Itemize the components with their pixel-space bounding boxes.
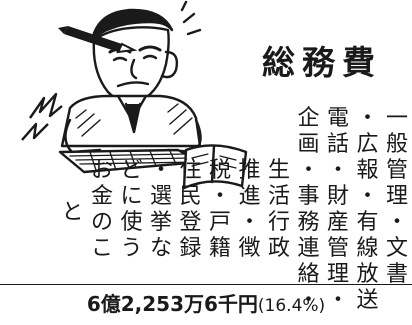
- text-column: 企画・事務連絡・: [297, 106, 320, 313]
- lightning-icon: [21, 92, 63, 141]
- pencil-icon: [58, 26, 138, 54]
- text-column: どに使う: [120, 158, 143, 261]
- budget-total: 6億2,253万6千円(16.4%): [0, 288, 412, 317]
- text-column: ・選挙な: [149, 158, 172, 261]
- text-column: 一般管理・文書: [385, 106, 408, 287]
- clipart-man-at-keyboard-icon: [21, 0, 248, 190]
- total-amount: 6億2,253万6千円: [86, 292, 258, 316]
- text-column: 生活行政: [267, 158, 290, 261]
- text-column: 税・戸籍: [208, 158, 231, 261]
- text-column: 推進・徴: [238, 158, 261, 261]
- text-column: 電話・財産管理・: [326, 106, 349, 313]
- text-column: 住民登録: [179, 158, 202, 261]
- divider: [0, 284, 412, 285]
- total-percent: (16.4%): [257, 296, 326, 316]
- text-column: と: [61, 200, 84, 225]
- text-column: お金のこ: [90, 158, 113, 261]
- text-column: ・広報・有線放送: [356, 106, 379, 313]
- page-title: 総務費: [262, 43, 382, 82]
